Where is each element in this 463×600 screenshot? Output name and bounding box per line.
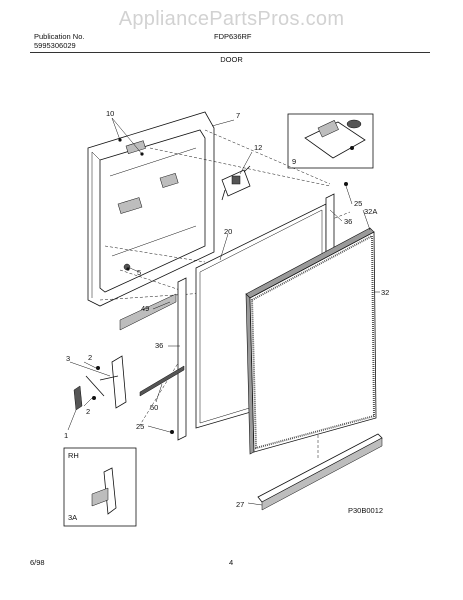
label-20: 20: [224, 227, 232, 236]
label-36-right: 36: [344, 217, 352, 226]
footer-date: 6/98: [30, 558, 45, 567]
model-number: FDP636RF: [214, 32, 252, 41]
publication-number: 5995306029: [34, 41, 76, 50]
hinge-assembly: [73, 355, 127, 411]
rh-inset: [63, 447, 137, 527]
strip: [139, 365, 185, 397]
section-title: DOOR: [220, 55, 243, 64]
detergent-dispenser: [221, 165, 251, 201]
leader-lines: [67, 117, 380, 506]
label-27: 27: [236, 500, 244, 509]
label-9: 9: [292, 157, 296, 166]
watermark: AppliancePartsPros.com: [118, 8, 345, 30]
footer-page-number: 4: [229, 558, 234, 567]
label-10: 10: [106, 109, 114, 118]
label-32: 32: [381, 288, 389, 297]
assembly-guides: [99, 129, 351, 460]
header-rule: [30, 52, 430, 53]
label-25-bottom: 25: [136, 422, 144, 431]
hinge-bracket: [119, 293, 177, 331]
label-32a: 32A: [364, 207, 377, 216]
label-5: 5: [137, 268, 141, 277]
outer-panel-with-gasket: [245, 227, 377, 455]
inset-label-rh: RH: [68, 451, 79, 460]
inset-label-3a: 3A: [68, 513, 77, 522]
publication-label: Publication No.: [34, 32, 85, 41]
dispenser-inset: [287, 113, 374, 169]
label-12: 12: [254, 143, 262, 152]
inner-door-frame: [87, 111, 215, 307]
label-25-top: 25: [354, 199, 362, 208]
bottom-trim: [257, 433, 383, 511]
publication-block: Publication No. 5995306029: [34, 32, 84, 50]
label-1: 1: [64, 431, 68, 440]
label-36-left: 36: [155, 341, 163, 350]
label-2-upper: 2: [88, 353, 92, 362]
diagram-code: P30B0012: [348, 506, 383, 515]
label-2-lower: 2: [86, 407, 90, 416]
label-3: 3: [66, 354, 70, 363]
label-7: 7: [236, 111, 240, 120]
label-50: 50: [150, 403, 158, 412]
part-labels: 10 7 12 9 25 32A 36 20 32 5 49 36 50 25 …: [64, 109, 389, 522]
label-49: 49: [141, 304, 149, 313]
